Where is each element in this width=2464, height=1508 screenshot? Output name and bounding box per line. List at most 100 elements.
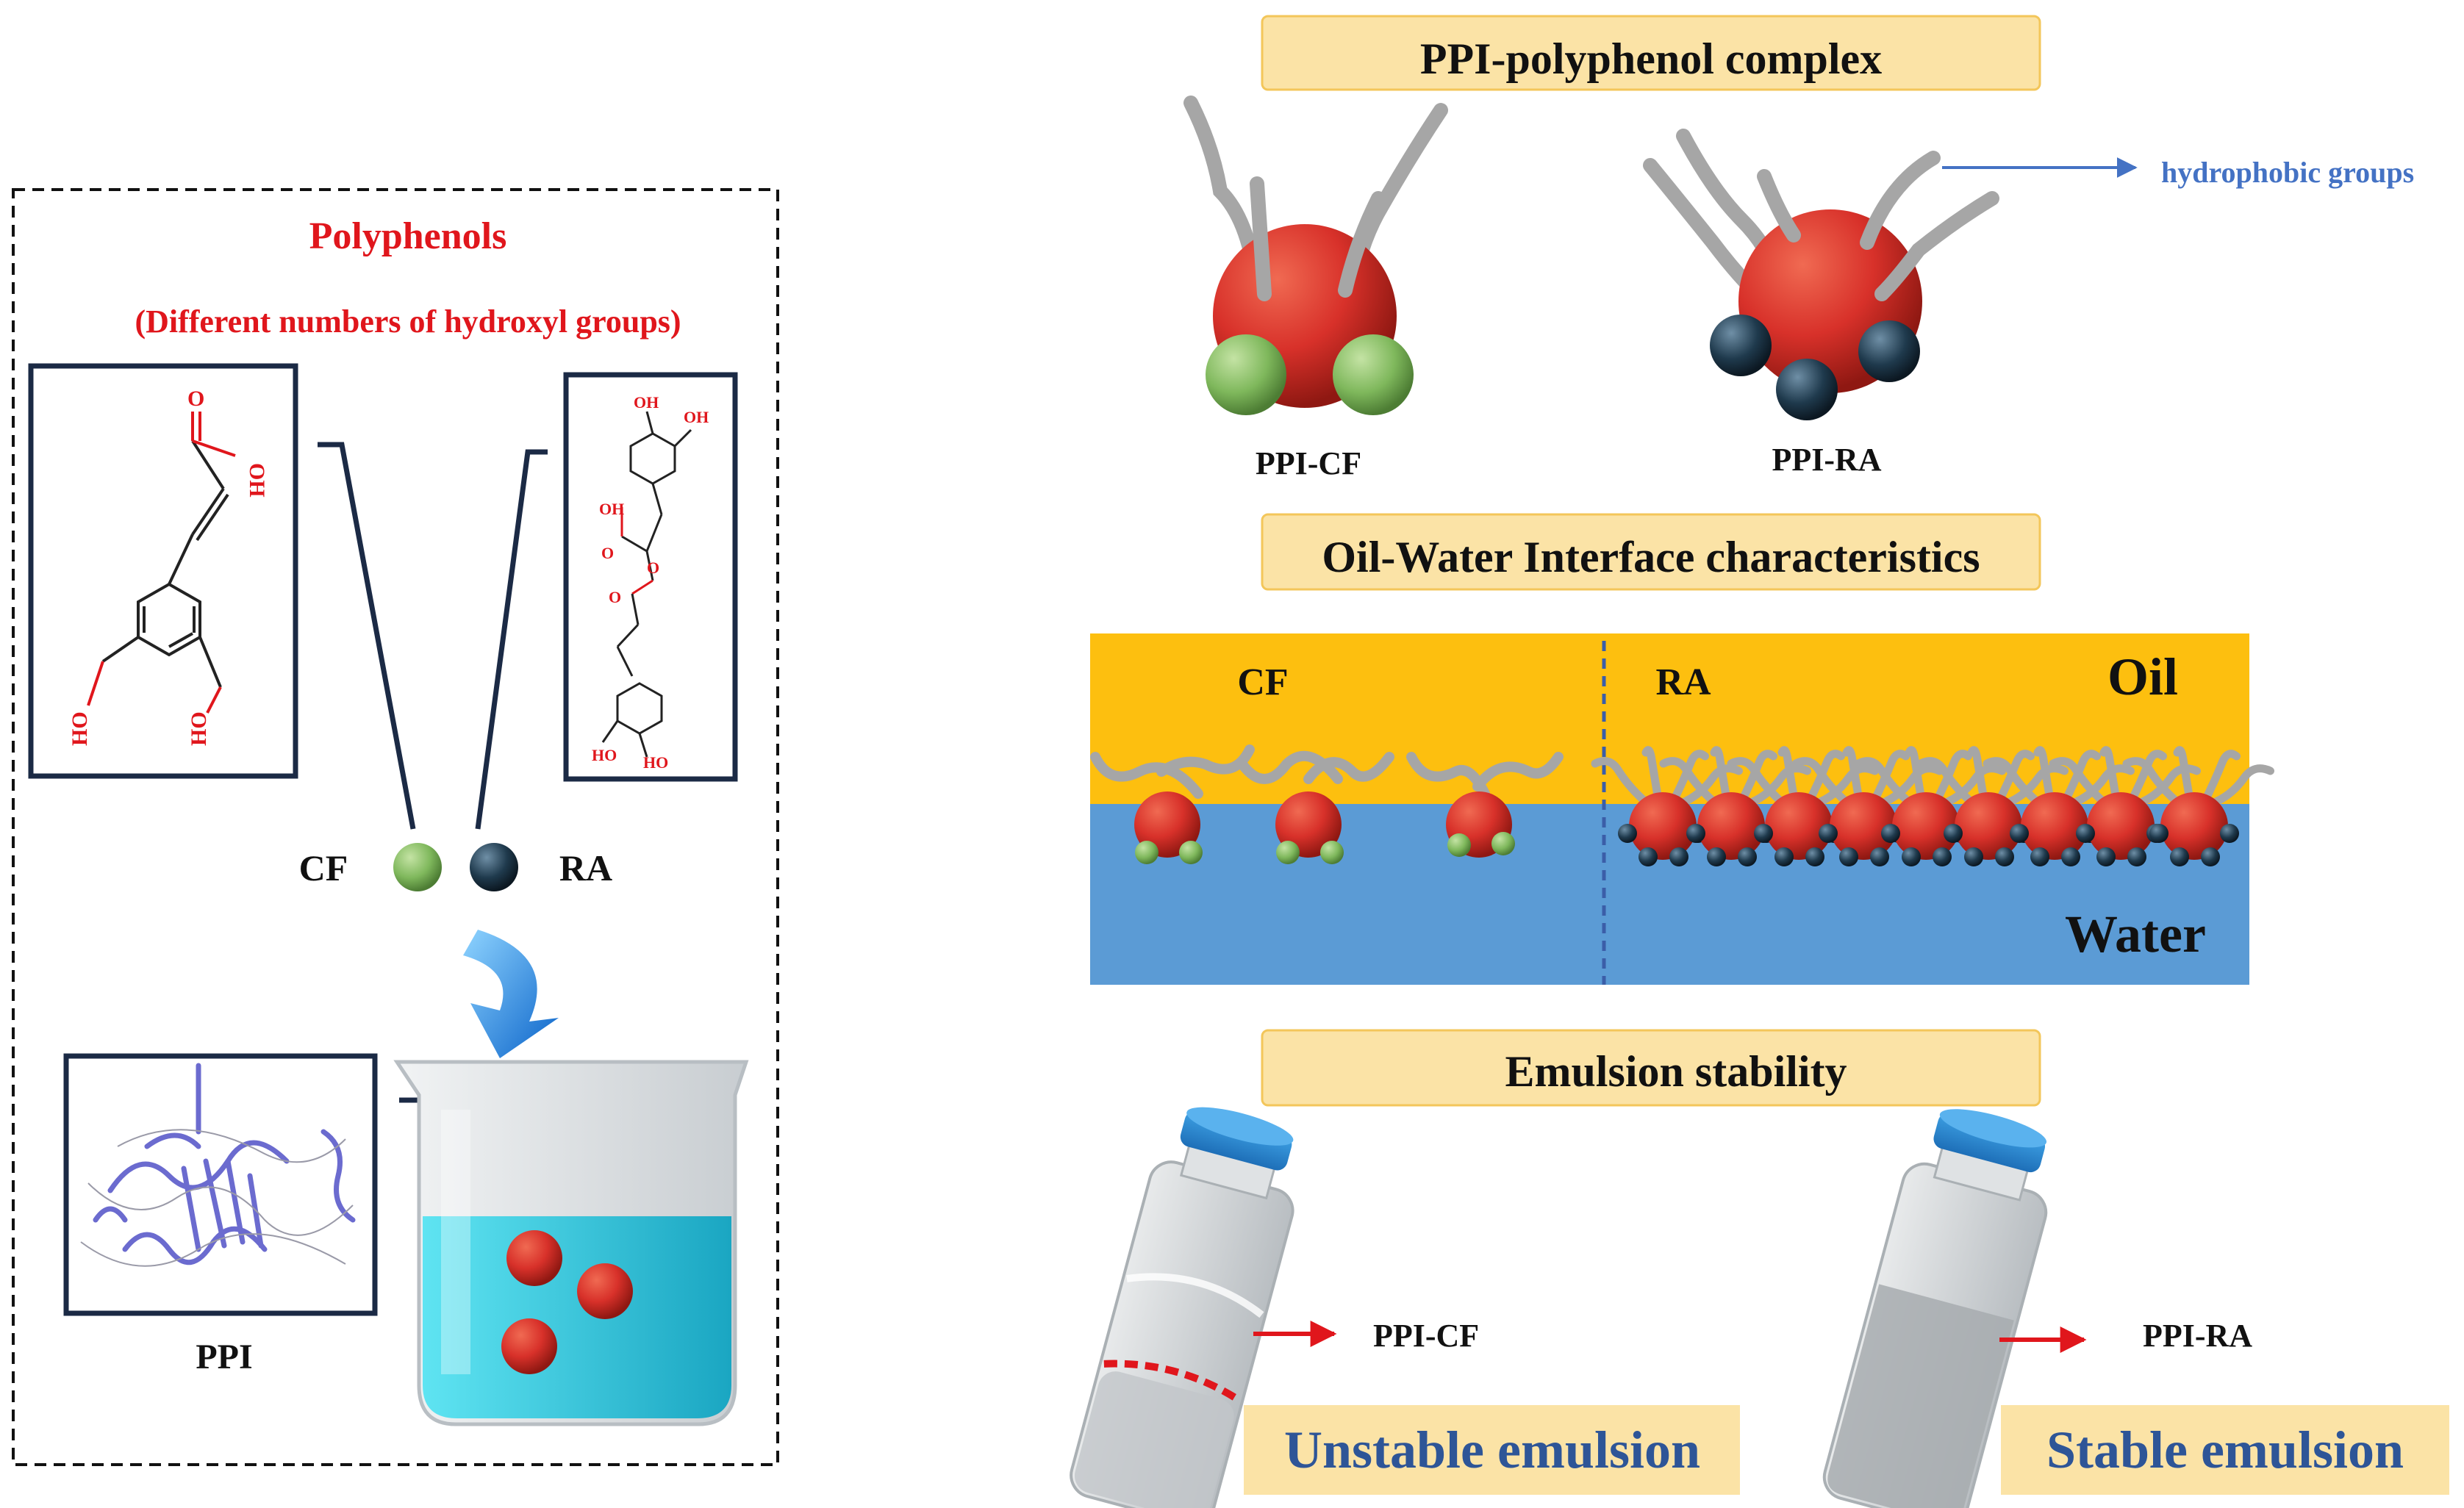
ra-hydrophobic-tail bbox=[2173, 746, 2195, 808]
unstable-label: Unstable emulsion bbox=[1284, 1421, 1700, 1479]
ra-interface-particles bbox=[1591, 746, 2274, 866]
ra-sphere-label: RA bbox=[559, 847, 612, 888]
ra-protein-particle bbox=[2021, 792, 2088, 860]
unstable-ppi-cf-label: PPI-CF bbox=[1373, 1318, 1479, 1354]
ppi-ra-complex-icon bbox=[1643, 129, 1999, 420]
ra-polyphenol-dot bbox=[1618, 824, 1637, 843]
ra-hydrophobic-tail bbox=[2067, 764, 2135, 808]
beaker-particle-1 bbox=[506, 1230, 562, 1286]
ra-polyphenol-dot bbox=[2010, 824, 2029, 843]
interface-ra-label: RA bbox=[1655, 661, 1711, 703]
ra-ho-bottom2: HO bbox=[643, 753, 668, 772]
cf-interface-particles bbox=[1090, 744, 1564, 864]
stable-box bbox=[2001, 1405, 2449, 1495]
ppi-cf-label: PPI-CF bbox=[1256, 445, 1361, 481]
ra-polyphenol-dot bbox=[1870, 847, 1889, 866]
ra-hydrophobic-tail bbox=[1994, 750, 2035, 808]
ra-structure-box: OH OH O OH O O HO HO bbox=[563, 372, 738, 782]
interface-banner bbox=[1261, 513, 2041, 591]
ra-polyphenol-dot bbox=[1964, 847, 1983, 866]
ra-polyphenol-dot bbox=[1902, 847, 1921, 866]
ra-hydrophobic-tail bbox=[1842, 746, 1864, 808]
ra-polyphenol-dot bbox=[1686, 824, 1705, 843]
ra-polyphenol-dot bbox=[2076, 824, 2095, 843]
ra-hydrophobic-tail bbox=[1641, 746, 1663, 808]
ra-hydrophobic-tail bbox=[1811, 764, 1879, 808]
ppi-ra-label: PPI-RA bbox=[1772, 442, 1881, 478]
ra-hydrophobic-tail bbox=[1967, 746, 1989, 808]
cf-ho2-label: HO bbox=[187, 711, 211, 746]
ra-o3: O bbox=[609, 588, 621, 606]
ra-polyphenol-dot bbox=[2170, 847, 2189, 866]
ra-polyphenol-dot bbox=[1639, 847, 1658, 866]
polyphenols-title: Polyphenols bbox=[309, 215, 507, 257]
ra-polyphenol-dot bbox=[2061, 847, 2080, 866]
stable-ppi-ra-label: PPI-RA bbox=[2143, 1318, 2252, 1354]
interface-cf-label: CF bbox=[1237, 661, 1288, 703]
stable-vial-icon bbox=[1822, 1109, 2048, 1508]
ra-polyphenol-dot bbox=[2030, 847, 2049, 866]
ra-oh-side: OH bbox=[599, 500, 624, 518]
ra-polyphenol-dot bbox=[1819, 824, 1838, 843]
ra-hydrophobic-tail bbox=[1905, 746, 1927, 808]
unstable-box bbox=[1244, 1405, 1740, 1495]
ra-hydrophobic-tail bbox=[1591, 757, 1652, 808]
ra-hydrophobic-tail bbox=[2033, 746, 2055, 808]
ra-hydrophobic-tail bbox=[1710, 746, 1732, 808]
cf-ho1-label: HO bbox=[68, 711, 92, 746]
cf-sphere-label: CF bbox=[299, 847, 348, 888]
pour-arrow-icon bbox=[463, 930, 559, 1058]
ra-hydrophobic-tail bbox=[1736, 750, 1777, 808]
cf-sphere bbox=[393, 843, 442, 891]
ra-oh-top2: OH bbox=[684, 408, 709, 426]
ra-hydrophobic-tail bbox=[1931, 750, 1972, 808]
ra-protein-particle bbox=[1892, 792, 1960, 860]
cf-oh-label: OH bbox=[245, 463, 269, 498]
ppi-cf-complex-icon bbox=[1183, 96, 1448, 415]
ra-hydrophobic-tail bbox=[1659, 757, 1721, 808]
oil-label: Oil bbox=[2107, 647, 2178, 706]
ra-polyphenol-dot bbox=[2096, 847, 2116, 866]
beaker-icon bbox=[393, 1060, 749, 1426]
beaker-particle-3 bbox=[501, 1318, 557, 1374]
ra-hydrophobic-tail bbox=[1675, 764, 1743, 808]
cf-o-label: O bbox=[187, 387, 204, 411]
ra-polyphenol-dot bbox=[1995, 847, 2014, 866]
ra-protein-particle bbox=[2087, 792, 2155, 860]
ra-polyphenol-dot bbox=[1944, 824, 1963, 843]
ra-hydrophobic-tail bbox=[2060, 750, 2101, 808]
ra-hydrophobic-tail bbox=[2099, 746, 2121, 808]
ra-hydrophobic-tail bbox=[1983, 757, 2044, 808]
interface-title: Oil-Water Interface characteristics bbox=[1322, 533, 1980, 581]
ra-hydrophobic-tail bbox=[1727, 757, 1788, 808]
ra-hydrophobic-tail bbox=[2049, 757, 2110, 808]
stable-label: Stable emulsion bbox=[2046, 1421, 2404, 1479]
ra-hydrophobic-tail bbox=[2122, 757, 2184, 808]
ra-hydrophobic-tail bbox=[1916, 757, 1978, 808]
hydrophobic-label: hydrophobic groups bbox=[2161, 156, 2414, 189]
complex-title: PPI-polyphenol complex bbox=[1420, 35, 1882, 83]
cf-structure-box: O OH HO HO bbox=[28, 363, 298, 779]
ra-ho-bottom1: HO bbox=[592, 746, 617, 764]
emulsion-banner bbox=[1261, 1029, 2041, 1107]
ppi-label: PPI bbox=[196, 1338, 252, 1376]
ra-hydrophobic-tail bbox=[1668, 750, 1709, 808]
ra-polyphenol-dot bbox=[1738, 847, 1757, 866]
complex-banner bbox=[1261, 15, 2041, 91]
ra-polyphenol-dot bbox=[2220, 824, 2239, 843]
interface-diagram: CF RA Oil Water bbox=[1090, 633, 2274, 985]
ra-hydrophobic-tail bbox=[2207, 764, 2274, 808]
ra-hydrophobic-tail bbox=[2001, 764, 2069, 808]
ra-o2: O bbox=[647, 559, 659, 577]
ra-polyphenol-dot bbox=[1805, 847, 1824, 866]
ra-polyphenol-dot bbox=[1774, 847, 1794, 866]
ra-polyphenol-dot bbox=[1707, 847, 1726, 866]
unstable-vial-icon bbox=[1070, 1107, 1294, 1508]
ra-polyphenol-dot bbox=[2127, 847, 2146, 866]
ra-hydrophobic-tail bbox=[1791, 757, 1853, 808]
ra-hydrophobic-tail bbox=[2199, 750, 2241, 808]
emulsion-title: Emulsion stability bbox=[1505, 1047, 1847, 1096]
ra-protein-particle bbox=[2160, 792, 2228, 860]
ra-polyphenol-dot bbox=[1839, 847, 1858, 866]
